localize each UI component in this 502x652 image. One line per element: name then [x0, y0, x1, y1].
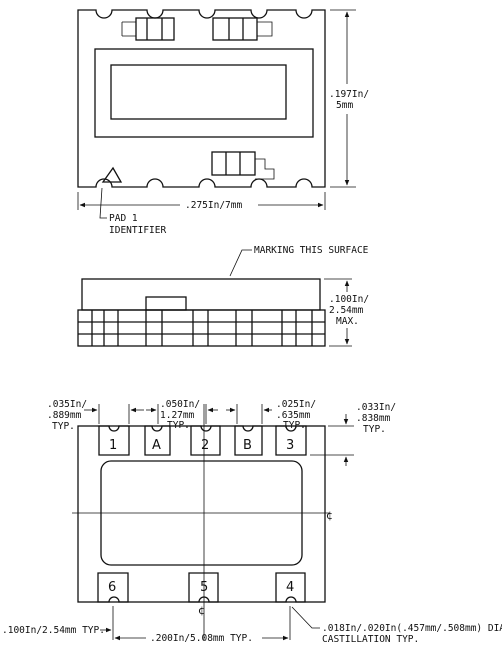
width-dimension: .275In/7mm [185, 200, 242, 211]
pitch-100-label: .100In/2.54mm TYP. [2, 625, 105, 636]
dim-050-typ: TYP. [167, 420, 190, 431]
centerline-symbol-bottom: ¢ [198, 604, 205, 617]
pad-A [144, 425, 171, 456]
pad-label-3: 3 [286, 438, 294, 453]
top-window-inner [110, 64, 287, 120]
top-view-body [77, 9, 326, 188]
side-height-mm: 2.54mm [329, 305, 364, 316]
bottom-view: ¢ ¢ 1 A 2 B 3 6 5 4 .035In/ .889mm TYP. … [2, 399, 502, 645]
side-height-max: MAX. [336, 316, 359, 327]
dim-033-in: .033In/ [356, 402, 396, 413]
pad1-identifier-label: IDENTIFIER [109, 225, 166, 236]
dim-035-mm: .889mm [47, 410, 82, 421]
dim-025-in: .025In/ [276, 399, 316, 410]
castellation-dia: .018In/.020In(.457mm/.508mm) DIA [322, 623, 502, 634]
dim-050-in: .050In/ [160, 399, 200, 410]
pad-5 [188, 572, 219, 603]
pad-label-2: 2 [201, 438, 209, 453]
pad-label-5: 5 [200, 580, 208, 595]
pad-3 [275, 425, 307, 456]
dim-035-in: .035In/ [47, 399, 87, 410]
pad-1 [98, 425, 130, 456]
dim-035-typ: TYP. [52, 421, 75, 432]
bottom-crystal [211, 151, 256, 176]
height-dimension-mm: 5mm [336, 100, 353, 111]
pad1-identifier-triangle [101, 166, 123, 183]
dim-025-mm: .635mm [276, 410, 311, 421]
pad-label-1: 1 [109, 438, 117, 453]
pad-B [234, 425, 263, 456]
pad-label-B: B [243, 438, 252, 453]
side-view: MARKING THIS SURFACE .100In/ 2.54mm MAX. [77, 245, 369, 347]
top-view: .275In/7mm .197In/ 5mm PAD 1 IDENTIFIER [77, 9, 369, 236]
dim-033-typ: TYP. [363, 424, 386, 435]
marking-label: MARKING THIS SURFACE [254, 245, 369, 256]
top-window-outer [94, 48, 314, 138]
dim-050-mm: 1.27mm [160, 410, 195, 421]
top-crystal-left [135, 17, 175, 41]
pad1-label: PAD 1 [109, 213, 138, 224]
side-lid [81, 278, 321, 311]
dim-033-mm: .838mm [356, 413, 391, 424]
pad-6 [97, 572, 129, 603]
top-crystal-right [212, 17, 258, 41]
side-bump [145, 296, 187, 311]
pad-label-6: 6 [108, 580, 116, 595]
centerline-symbol-right: ¢ [326, 509, 333, 522]
castellation-typ: CASTILLATION TYP. [322, 634, 419, 645]
side-height-in: .100In/ [329, 294, 369, 305]
pad-4 [275, 572, 306, 603]
dim-025-typ: TYP. [283, 420, 306, 431]
side-base [77, 309, 326, 347]
pad-label-4: 4 [286, 580, 294, 595]
pad-label-A: A [152, 438, 161, 453]
pad-2 [190, 425, 221, 456]
pitch-200-label: .200In/5.08mm TYP. [150, 633, 253, 644]
height-dimension-in: .197In/ [329, 89, 369, 100]
